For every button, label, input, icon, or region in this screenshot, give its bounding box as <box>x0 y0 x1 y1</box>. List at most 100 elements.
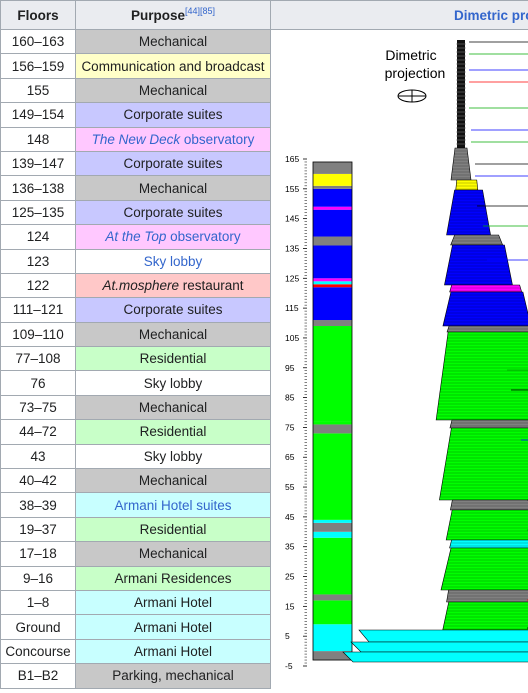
floor-segment <box>313 326 352 422</box>
diagram-header-title[interactable]: Dimetric pro <box>454 8 528 23</box>
purpose-label[interactable]: Sky lobby <box>143 253 203 269</box>
tower-band <box>449 419 528 429</box>
axis-tick-label: 55 <box>285 482 295 492</box>
floor-segment <box>313 651 352 661</box>
purpose-cell: Mechanical <box>75 175 271 201</box>
floors-cell: 148 <box>0 126 76 152</box>
floors-cell: 17–18 <box>0 541 76 567</box>
floors-cell: B1–B2 <box>0 663 76 689</box>
floors-cell: Concourse <box>0 638 76 665</box>
table-row: 43 Sky lobby <box>0 443 271 470</box>
purpose-cell: Mechanical <box>75 394 271 421</box>
purpose-label: Sky lobby <box>143 448 203 464</box>
axis-tick-label: 95 <box>285 363 295 373</box>
purpose-label: Corporate suites <box>123 107 223 123</box>
floor-segment <box>313 531 352 538</box>
purpose-label: Corporate suites <box>123 156 223 172</box>
floor-segment <box>313 624 352 652</box>
projection-label-line2: projection <box>385 65 446 81</box>
purpose-cell[interactable]: At the Top observatory <box>75 224 271 250</box>
floors-cell: 76 <box>0 370 76 396</box>
tower-podium <box>358 629 528 643</box>
floors-column-header: Floors <box>0 0 76 30</box>
floor-color-bar <box>312 161 353 661</box>
purpose-column-header: Purpose[44][85] <box>75 0 271 30</box>
purpose-cell: Mechanical <box>75 321 271 348</box>
floors-cell: 160–163 <box>0 28 76 55</box>
axis-tick-label: 5 <box>285 631 290 641</box>
floor-segment <box>313 209 352 237</box>
purpose-emphasis[interactable]: At the Top <box>105 229 167 245</box>
tower-podium <box>342 651 528 663</box>
purpose-label: Mechanical <box>138 34 208 50</box>
floors-cell: 122 <box>0 272 76 299</box>
purpose-label: Mechanical <box>138 326 208 342</box>
purpose-label: Sky lobby <box>143 375 203 391</box>
floors-cell: 43 <box>0 443 76 470</box>
axis-tick-label: 165 <box>285 154 299 164</box>
floors-cell: 124 <box>0 224 76 250</box>
axis-tick-label: 65 <box>285 452 295 462</box>
purpose-label[interactable]: Armani Hotel suites <box>114 497 232 513</box>
purpose-header-refs[interactable]: [44][85] <box>184 5 216 16</box>
purpose-label: Mechanical <box>138 82 208 98</box>
floors-cell: 40–42 <box>0 468 76 494</box>
floors-cell: 123 <box>0 248 76 274</box>
floor-axis: 1651551451351251151059585756555453525155… <box>285 154 307 671</box>
purpose-cell: Residential <box>75 419 271 445</box>
purpose-suffix: observatory <box>166 229 241 245</box>
floor-segment <box>313 236 352 246</box>
purpose-cell: Mechanical <box>75 28 271 55</box>
purpose-emphasis: At.mosphere <box>102 278 179 294</box>
projection-label-line1: Dimetric <box>385 47 436 63</box>
purpose-emphasis[interactable]: The New Deck <box>91 131 181 147</box>
floors-cell: 19–37 <box>0 516 76 543</box>
axis-tick-label: 155 <box>285 184 299 194</box>
purpose-cell[interactable]: Armani Hotel suites <box>75 492 271 518</box>
purpose-cell: Sky lobby <box>75 443 271 470</box>
purpose-cell: Corporate suites <box>75 199 271 226</box>
purpose-cell[interactable]: The New Deck observatory <box>75 126 271 152</box>
floor-segment <box>313 433 352 520</box>
floor-segment <box>313 519 352 523</box>
purpose-cell: Armani Hotel <box>75 638 271 665</box>
dimetric-icon <box>397 89 427 103</box>
table-header-row: Floors Purpose[44][85] <box>0 0 271 30</box>
floor-segment <box>313 284 352 288</box>
purpose-cell: Parking, mechanical <box>75 663 271 689</box>
tower-band <box>442 601 528 631</box>
floor-segment <box>313 287 352 321</box>
axis-tick-label: 45 <box>285 512 295 522</box>
floors-cell: 73–75 <box>0 394 76 421</box>
axis-tick-label: 125 <box>285 273 299 283</box>
table-row: 122 At.mosphere restaurant <box>0 272 271 299</box>
table-row: 123 Sky lobby <box>0 248 271 274</box>
purpose-label: Corporate suites <box>123 302 223 318</box>
floor-segment <box>313 185 352 189</box>
floors-cell: 9–16 <box>0 565 76 591</box>
purpose-suffix: restaurant <box>179 278 244 294</box>
floor-segment <box>313 278 352 282</box>
floors-cell: 38–39 <box>0 492 76 518</box>
purpose-label: Armani Residences <box>114 570 232 586</box>
purpose-cell: Corporate suites <box>75 297 271 323</box>
purpose-cell: Mechanical <box>75 468 271 494</box>
tower-spire <box>457 40 465 150</box>
floors-cell: 156–159 <box>0 53 76 79</box>
purpose-cell[interactable]: Sky lobby <box>75 248 271 274</box>
purpose-label: Armani Hotel <box>133 595 213 611</box>
axis-tick-label: -5 <box>285 661 293 671</box>
